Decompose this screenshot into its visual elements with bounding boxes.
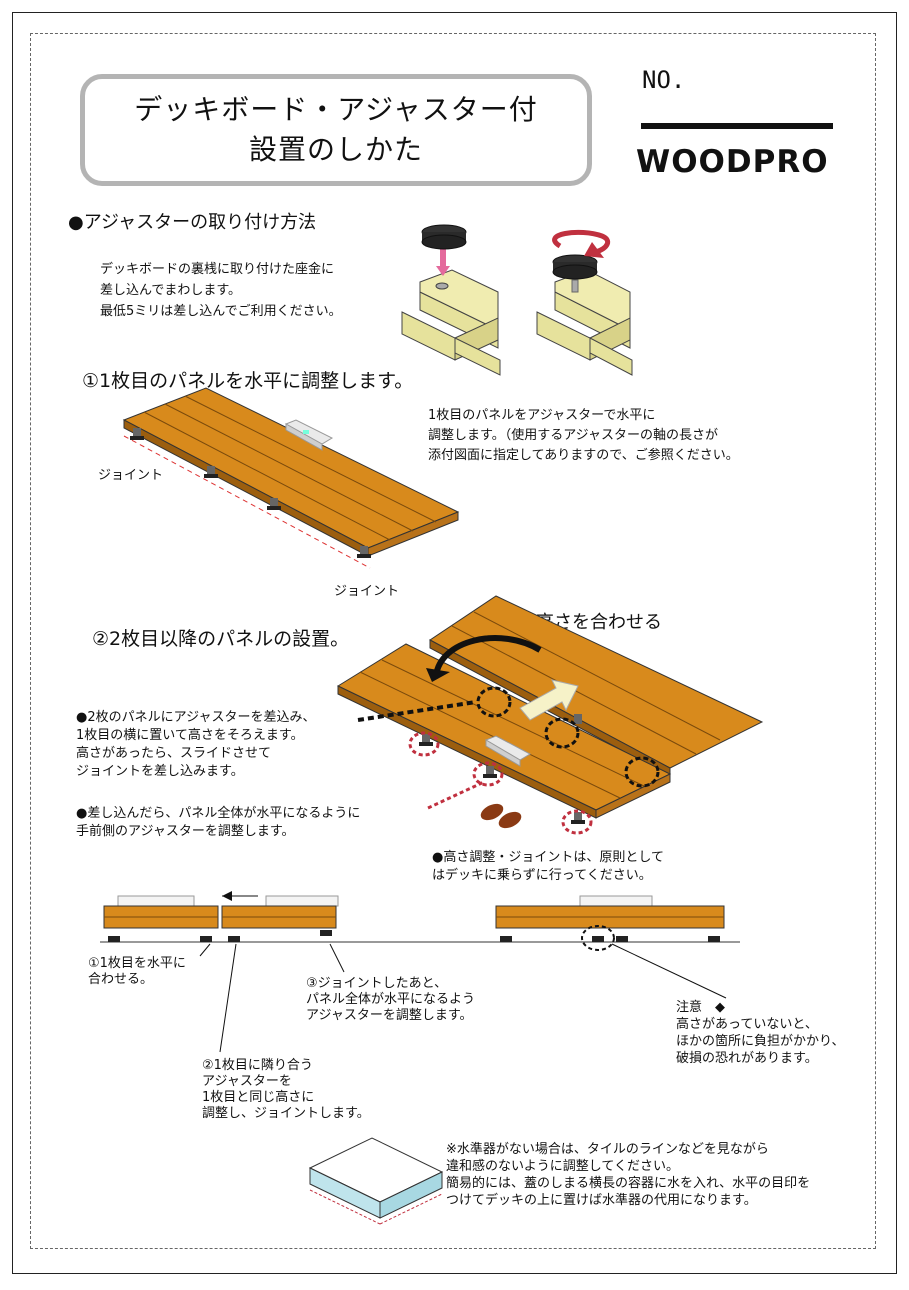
number-label: NO. [642, 66, 686, 94]
step1-desc-3: 添付図面に指定してありますので、ご参照ください。 [428, 448, 739, 463]
water-container-illustration [308, 1137, 444, 1225]
caution-4: 破損の恐れがあります。 [676, 1051, 818, 1066]
step2-note3-2: はデッキに乗らずに行ってください。 [432, 868, 652, 883]
tip-2: 違和感のないように調整してください。 [446, 1159, 679, 1174]
side-label1-1: ①1枚目を水平に [88, 956, 186, 971]
panel-step2 [336, 595, 764, 835]
tip-4: つけてデッキの上に置けば水準器の代用になります。 [446, 1193, 757, 1208]
joint-label-2: ジョイント [334, 584, 400, 599]
adjuster-rotate-illustration [536, 229, 633, 376]
panel-step1 [122, 387, 460, 569]
side-label3-3: アジャスターを調整します。 [306, 1008, 473, 1023]
tip-3: 簡易的には、蓋のしまる横長の容器に水を入れ、水平の目印を [446, 1176, 811, 1191]
side-label1-2: 合わせる。 [88, 972, 154, 987]
page-border [12, 12, 897, 1274]
joint-label-1: ジョイント [98, 468, 164, 483]
step1-heading: ①1枚目のパネルを水平に調整します。 [82, 370, 414, 392]
brand-logo: WOODPRO [636, 144, 829, 180]
side-label2-2: アジャスターを [202, 1074, 292, 1089]
caution-2: 高さがあっていないと、 [676, 1017, 818, 1032]
side-label3-1: ③ジョイントしたあと、 [306, 976, 448, 991]
step1-desc-1: 1枚目のパネルをアジャスターで水平に [428, 408, 656, 423]
step2-note1-4: ジョイントを差し込みます。 [76, 764, 244, 779]
inner-dashed-frame [30, 33, 876, 1249]
step2-note1-1: ●2枚のパネルにアジャスターを差込み、 [76, 710, 316, 725]
caution-1: 注意 ◆ [676, 1000, 725, 1015]
tip-1: ※水準器がない場合は、タイルのラインなどを見ながら [446, 1142, 769, 1157]
step2-note1-2: 1枚目の横に置いて高さをそろえます。 [76, 728, 304, 743]
brand-divider [641, 123, 833, 129]
title-box: デッキボード・アジャスター付 設置のしかた [80, 74, 592, 186]
step2-note1-3: 高さがあったら、スライドさせて [76, 746, 272, 761]
adjuster-heading: ●アジャスターの取り付け方法 [68, 212, 317, 233]
side-view-diagram [100, 891, 740, 1053]
side-label2-3: 1枚目と同じ高さに [202, 1090, 315, 1105]
adjuster-text-1: デッキボードの裏桟に取り付けた座金に [100, 262, 335, 277]
title-line-2: 設置のしかた [248, 133, 423, 166]
caution-3: ほかの箇所に負担がかかり、 [676, 1034, 845, 1049]
step2-note3-1: ●高さ調整・ジョイントは、原則として [432, 850, 664, 865]
title-line-1: デッキボード・アジャスター付 [134, 93, 538, 126]
step1-desc-2: 調整します。（使用するアジャスターの軸の長さが [428, 428, 719, 443]
adjuster-text-3: 最低5ミリは差し込んでご利用ください。 [100, 304, 342, 319]
align-height-label: 高さを合わせる [536, 612, 662, 633]
adjuster-insert-illustration [401, 224, 501, 376]
step2-note2-2: 手前側のアジャスターを調整します。 [76, 824, 295, 839]
adjuster-text-2: 差し込んでまわします。 [100, 283, 242, 298]
side-label2-4: 調整し、ジョイントします。 [202, 1106, 370, 1121]
step2-heading: ②2枚目以降のパネルの設置。 [92, 628, 350, 650]
step2-note2-1: ●差し込んだら、パネル全体が水平になるように [76, 806, 361, 821]
side-label3-2: パネル全体が水平になるよう [306, 992, 476, 1007]
side-label2-1: ②1枚目に隣り合う [202, 1058, 313, 1073]
